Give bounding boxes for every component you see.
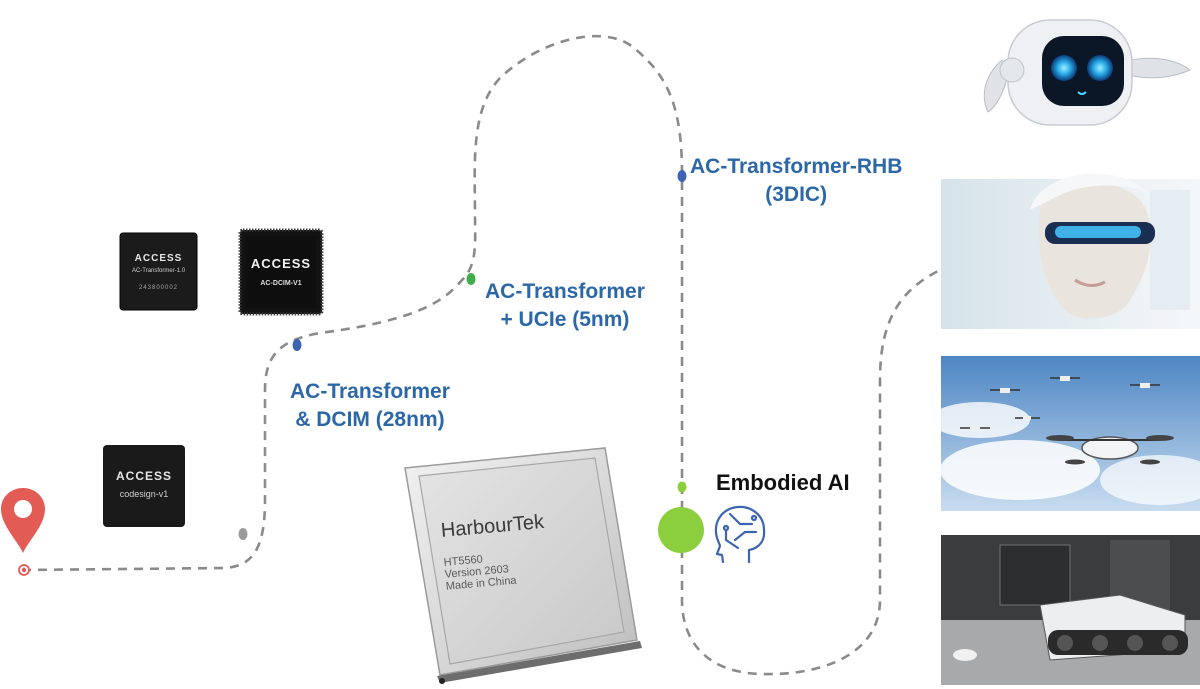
ground-robot-image — [941, 535, 1200, 685]
location-pin-icon — [1, 488, 45, 553]
chip-ac-transformer-logo: ACCESS — [134, 253, 183, 264]
milestone-label-28nm-line2: & DCIM (28nm) — [295, 408, 445, 431]
chip-ac-transformer-name: AC-Transformer-1.0 — [131, 268, 186, 274]
chip-ac-transformer-text: ACCESS AC-Transformer-1.0 243800002 — [120, 233, 197, 310]
vr-woman-image — [941, 173, 1200, 329]
harbourtek-chip — [404, 447, 642, 684]
harbourtek-text: HarbourTek HT5560 Version 2603 Made in C… — [440, 511, 549, 593]
milestone-label-5nm-line1: AC-Transformer — [485, 280, 645, 303]
chip-codesign-text: ACCESS codesign-v1 — [103, 445, 185, 527]
milestone-label-3dic: AC-Transformer-RHB (3DIC) — [690, 153, 902, 209]
robot-image — [983, 19, 1191, 126]
milestone-dot-embodied-small — [677, 481, 687, 493]
milestone-label-28nm-line1: AC-Transformer — [290, 380, 450, 403]
chip-ac-transformer — [119, 232, 198, 311]
chip-codesign — [103, 445, 185, 527]
milestone-label-5nm: AC-Transformer + UCIe (5nm) — [485, 278, 645, 334]
chip-codesign-name: codesign-v1 — [119, 489, 169, 499]
milestone-dot-embodied — [658, 507, 704, 553]
roadmap-path — [21, 34, 941, 676]
milestone-dot-28nm — [292, 339, 302, 351]
milestone-dot-5nm — [466, 273, 476, 285]
milestone-label-28nm: AC-Transformer & DCIM (28nm) — [290, 378, 450, 434]
chip-ac-dcim-logo: ACCESS — [250, 256, 312, 271]
milestone-dot-start — [238, 528, 248, 540]
chip-ac-dcim-name: AC-DCIM-V1 — [260, 280, 302, 287]
chip-ac-transformer-serial: 243800002 — [138, 285, 179, 291]
chip-codesign-logo: ACCESS — [115, 469, 172, 483]
chip-ac-dcim — [238, 228, 324, 316]
milestone-dot-3dic — [677, 170, 687, 182]
milestone-label-5nm-line2: + UCIe (5nm) — [500, 308, 630, 331]
ai-brain-icon — [714, 505, 766, 564]
embodied-ai-label: Embodied AI — [716, 470, 850, 495]
milestone-label-3dic-line1: AC-Transformer-RHB — [690, 155, 903, 178]
chip-ac-dcim-text: ACCESS AC-DCIM-V1 — [246, 236, 316, 308]
drones-image — [930, 356, 1200, 511]
milestone-label-3dic-line2: (3DIC) — [765, 183, 828, 206]
